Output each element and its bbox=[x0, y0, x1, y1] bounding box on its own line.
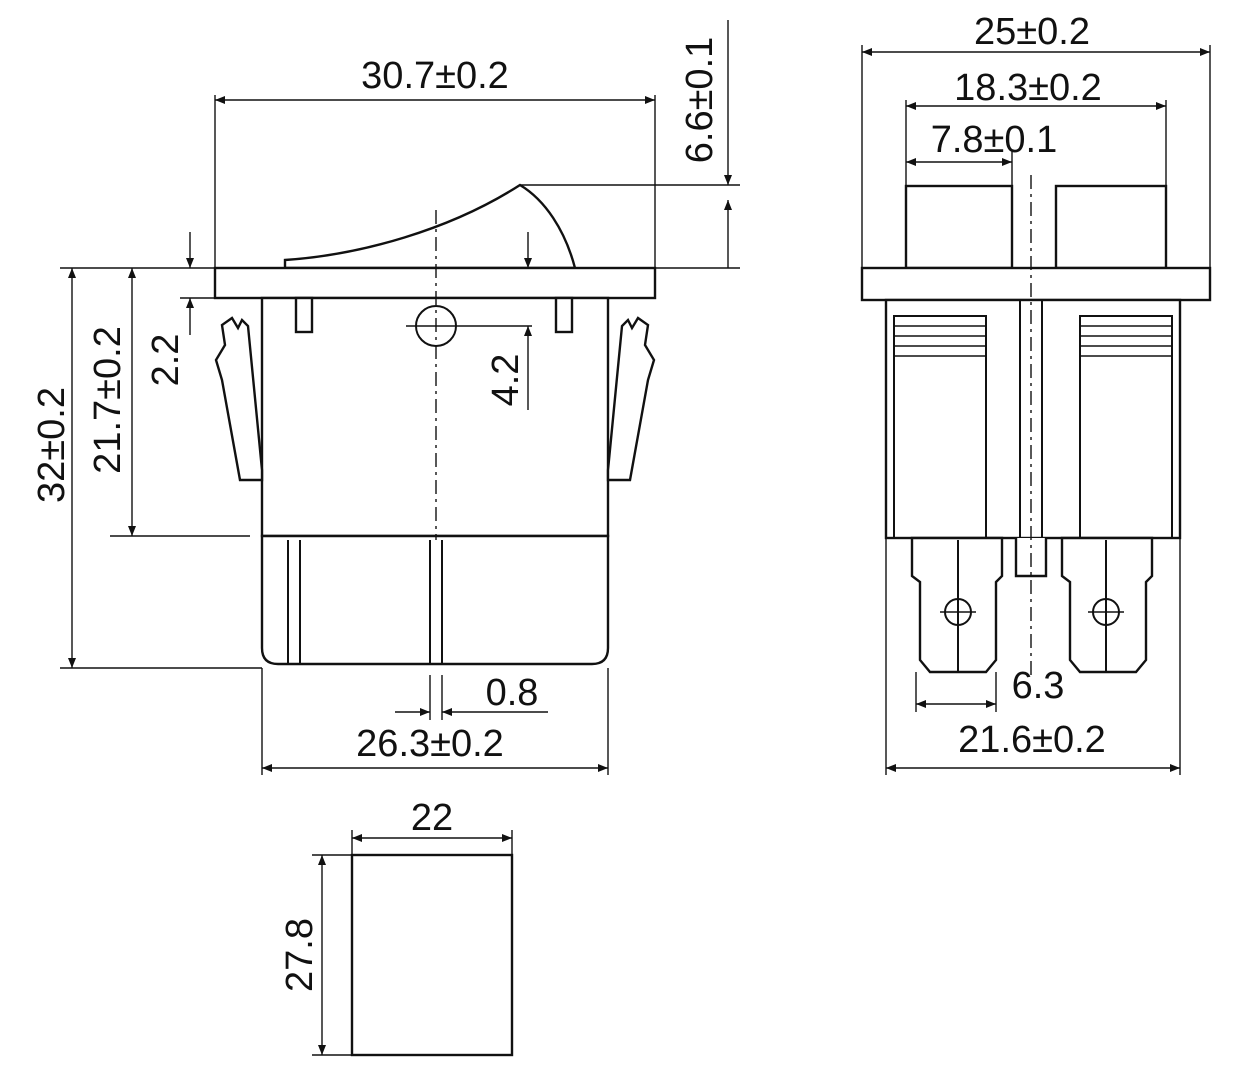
dim-cutout-width: 22 bbox=[411, 797, 453, 839]
rocker-pad-left bbox=[904, 184, 1014, 270]
dim-body-width: 21.6±0.2 bbox=[958, 719, 1106, 761]
front-flange bbox=[860, 266, 1212, 302]
dim-flange-thickness: 2.2 bbox=[145, 334, 187, 387]
tab-left bbox=[294, 296, 314, 334]
dim-flange-width: 25±0.2 bbox=[974, 11, 1090, 53]
rocker-actuator bbox=[283, 183, 577, 270]
dim-rocker-pad-width: 7.8±0.1 bbox=[931, 119, 1058, 161]
dim-terminal-width: 6.3 bbox=[1012, 665, 1065, 707]
side-view: 30.7±0.2 6.6±0.1 32±0.2 21.7±0.2 2.2 4.2… bbox=[31, 20, 740, 775]
tab-right bbox=[554, 296, 574, 334]
front-body bbox=[884, 298, 1182, 540]
dim-cutout-height: 27.8 bbox=[279, 918, 321, 992]
dim-pivot-offset: 4.2 bbox=[485, 354, 527, 407]
spring-clip-right bbox=[606, 316, 656, 482]
front-view: 25±0.2 18.3±0.2 7.8±0.1 6.3 21.6±0.2 bbox=[860, 11, 1212, 775]
spring-clip-left bbox=[214, 316, 264, 482]
flange bbox=[213, 266, 657, 300]
panel-cutout: 22 27.8 bbox=[279, 797, 514, 1057]
dim-overall-width: 30.7±0.2 bbox=[361, 55, 509, 97]
terminal-block bbox=[260, 534, 610, 666]
cutout-rectangle bbox=[350, 853, 514, 1057]
switch-body bbox=[260, 296, 610, 538]
dim-base-width: 26.3±0.2 bbox=[356, 723, 504, 765]
dim-body-height: 21.7±0.2 bbox=[87, 326, 129, 474]
dim-gap: 0.8 bbox=[486, 672, 539, 714]
dim-rocker-height: 6.6±0.1 bbox=[679, 37, 721, 164]
dim-total-height: 32±0.2 bbox=[31, 387, 73, 503]
dim-rocker-span: 18.3±0.2 bbox=[954, 67, 1102, 109]
rocker-pad-right bbox=[1054, 184, 1168, 270]
